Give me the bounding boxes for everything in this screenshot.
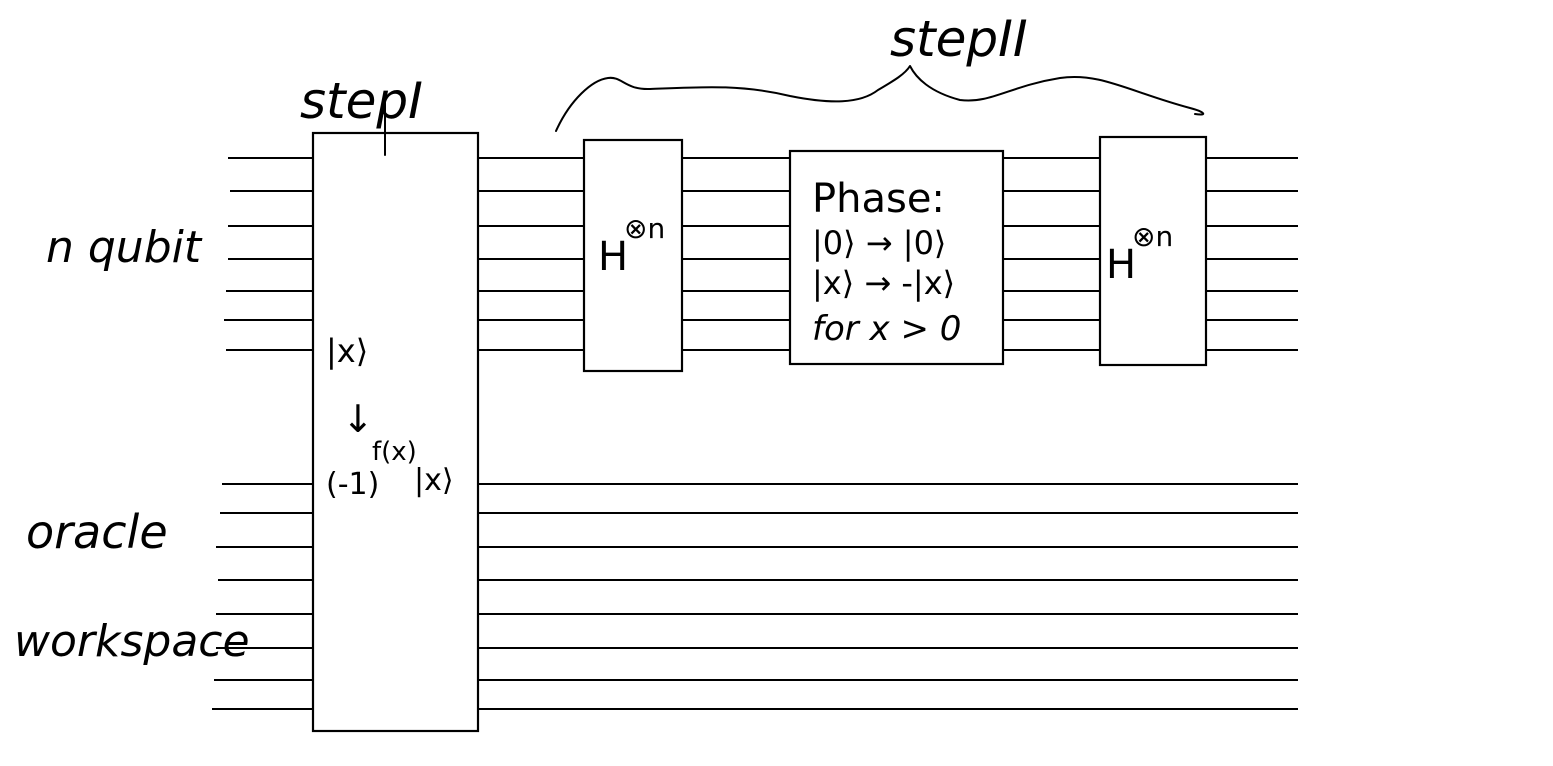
phase-title: Phase: (812, 176, 945, 222)
hadamard-2-base: H (1106, 242, 1136, 288)
step1-label: stepI (300, 72, 423, 130)
phase-box (788, 149, 1005, 366)
oracle-arrow: ↓ (342, 397, 374, 441)
hadamard-1-base: H (598, 234, 628, 280)
step2-label: stepII (890, 10, 1028, 68)
oracle-label: oracle (26, 505, 168, 559)
phase-line-3: for x > 0 (812, 309, 961, 349)
qubit-register-label: n qubit (46, 222, 203, 273)
oracle-input-ket: |x⟩ (326, 332, 368, 370)
step2-brace (555, 65, 1205, 132)
phase-line-1: |0⟩ → |0⟩ (812, 224, 946, 262)
workspace-label: workspace (14, 616, 250, 667)
hadamard-1-exponent: ⊗n (624, 212, 665, 245)
hadamard-box-1 (582, 138, 684, 373)
oracle-output-exponent: f(x) (372, 437, 417, 467)
hadamard-box-2 (1098, 135, 1208, 367)
hadamard-2-exponent: ⊗n (1132, 220, 1173, 253)
oracle-output-ket: |x⟩ (414, 463, 454, 498)
oracle-box (311, 131, 480, 733)
oracle-output-base: (-1) (326, 467, 379, 502)
phase-line-2: |x⟩ → -|x⟩ (812, 264, 955, 302)
